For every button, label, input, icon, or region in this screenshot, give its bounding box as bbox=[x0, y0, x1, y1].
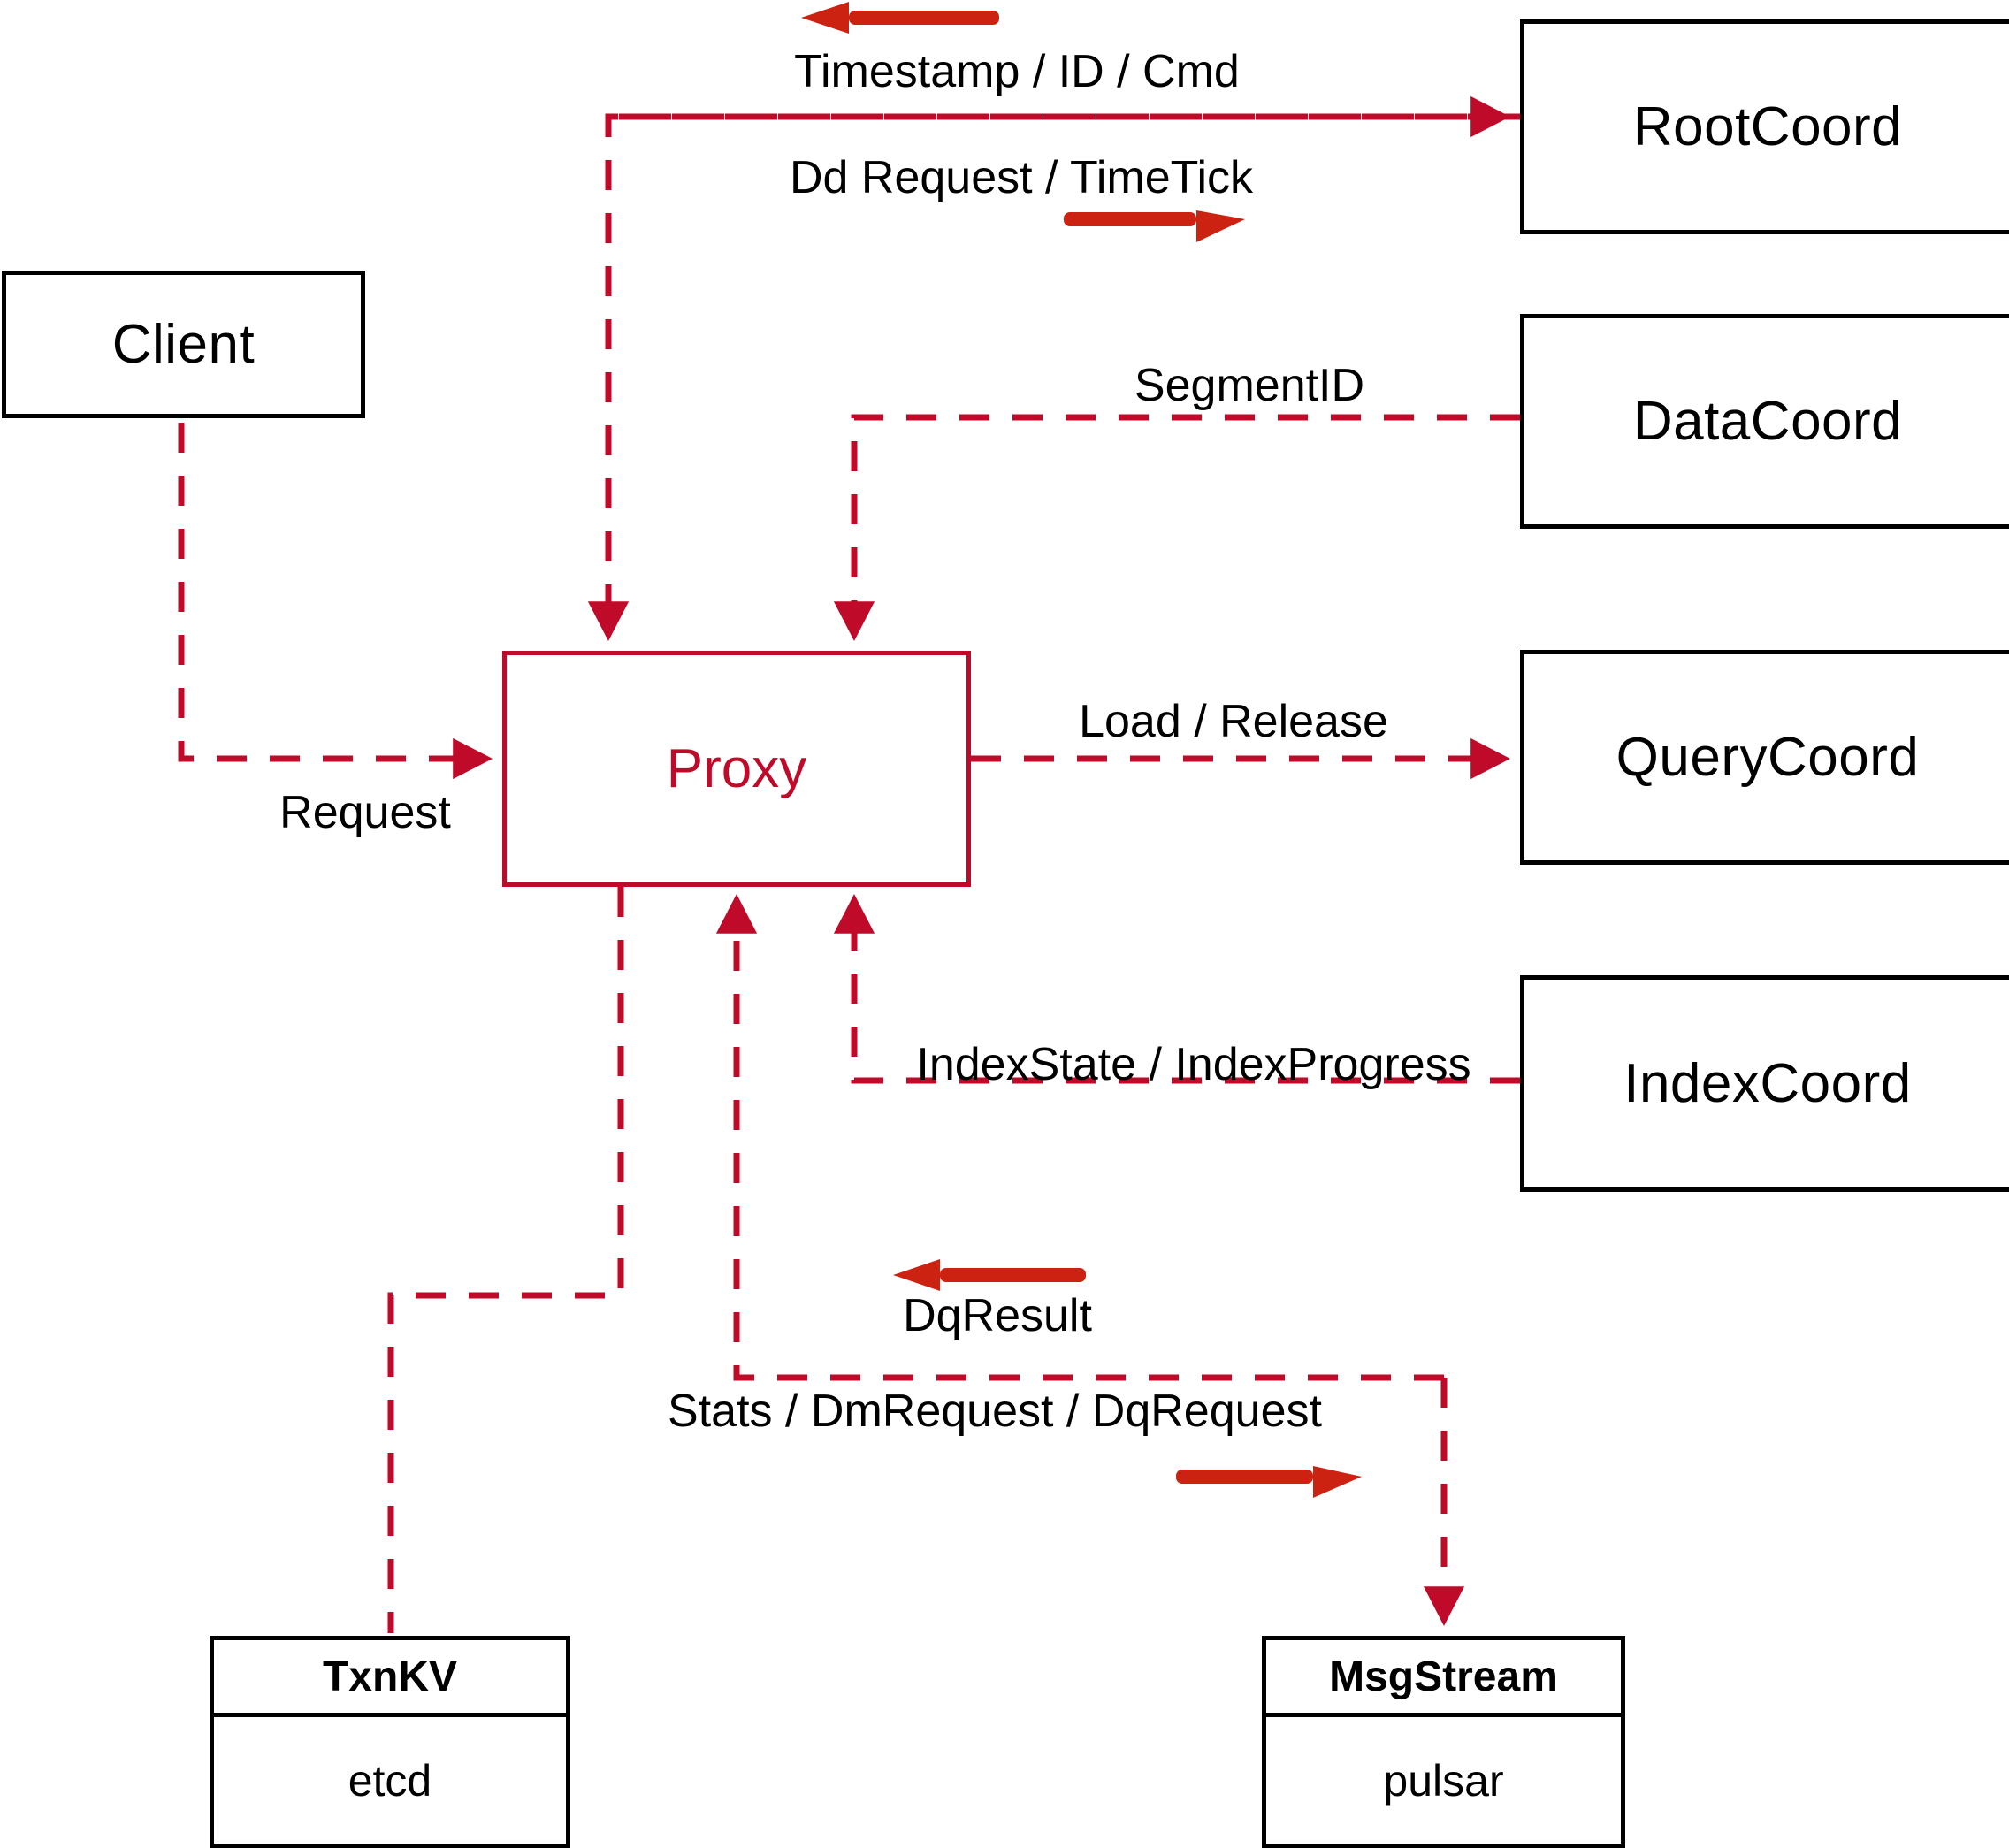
node-txnkv[interactable]: TxnKV etcd bbox=[210, 1636, 570, 1848]
node-proxy-label: Proxy bbox=[666, 738, 807, 799]
node-msgstream-body: pulsar bbox=[1383, 1755, 1504, 1806]
direction-arrow-ddrequest bbox=[1064, 210, 1245, 242]
node-datacoord-label: DataCoord bbox=[1632, 391, 1903, 452]
edge-label-timestamp-id-cmd: Timestamp / ID / Cmd bbox=[794, 46, 1240, 97]
node-client[interactable]: Client bbox=[2, 271, 365, 418]
edge-indexcoord-to-proxy bbox=[833, 894, 1520, 1084]
edge-label-load-release: Load / Release bbox=[1079, 696, 1388, 747]
node-querycoord[interactable]: QueryCoord bbox=[1520, 650, 2009, 865]
edge-label-request: Request bbox=[279, 787, 451, 838]
node-msgstream-title: MsgStream bbox=[1266, 1640, 1621, 1717]
direction-arrow-group bbox=[801, 2, 1362, 1498]
node-proxy[interactable]: Proxy bbox=[502, 651, 971, 887]
edge-client-to-proxy bbox=[178, 423, 493, 780]
edge-label-dqresult: DqResult bbox=[903, 1290, 1092, 1341]
edge-label-stats-dmrequest-dqrequest: Stats / DmRequest / DqRequest bbox=[668, 1386, 1322, 1437]
node-client-label: Client bbox=[111, 314, 256, 375]
edge-msgstream-to-proxy bbox=[715, 894, 1444, 1381]
direction-arrow-dqresult bbox=[893, 1259, 1086, 1291]
node-datacoord[interactable]: DataCoord bbox=[1520, 314, 2009, 529]
edge-label-indexstate-indexprogress: IndexState / IndexProgress bbox=[916, 1039, 1471, 1090]
edge-label-segmentid: SegmentID bbox=[1134, 360, 1365, 411]
node-indexcoord-label: IndexCoord bbox=[1623, 1053, 1912, 1114]
node-msgstream[interactable]: MsgStream pulsar bbox=[1262, 1636, 1625, 1848]
edge-proxy-to-txnkv bbox=[387, 887, 624, 1633]
node-rootcoord[interactable]: RootCoord bbox=[1520, 19, 2009, 234]
node-querycoord-label: QueryCoord bbox=[1616, 727, 1920, 788]
node-rootcoord-label: RootCoord bbox=[1632, 96, 1903, 157]
node-txnkv-title: TxnKV bbox=[214, 1640, 566, 1717]
edge-label-dd-request-timetick: Dd Request / TimeTick bbox=[789, 152, 1254, 203]
node-txnkv-body: etcd bbox=[348, 1755, 432, 1806]
edge-datacoord-to-proxy bbox=[833, 414, 1520, 641]
edge-rootcoord-to-proxy bbox=[587, 113, 1520, 641]
node-indexcoord[interactable]: IndexCoord bbox=[1520, 975, 2009, 1192]
direction-arrow-dqrequest bbox=[1176, 1466, 1362, 1498]
direction-arrow-timestamp bbox=[801, 2, 999, 34]
